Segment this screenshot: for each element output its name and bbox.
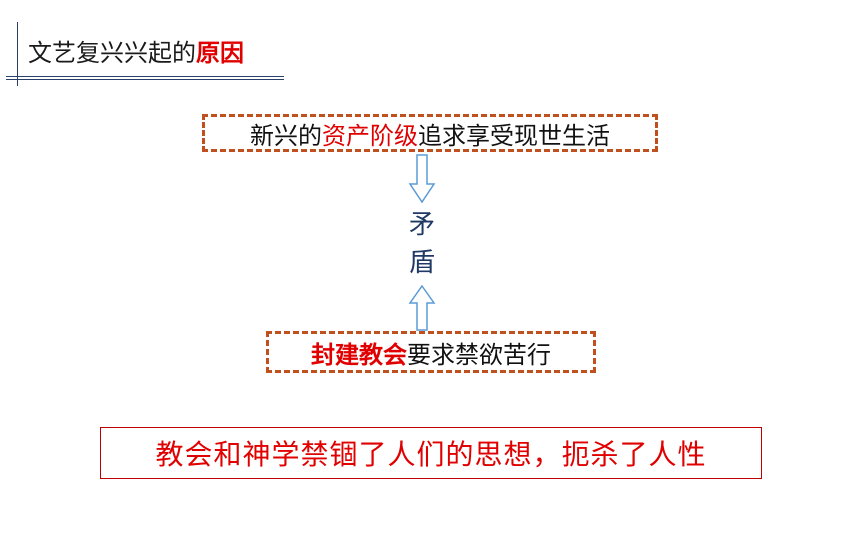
- contradiction-char-2: 盾: [408, 248, 435, 278]
- contradiction-char-1: 矛: [408, 210, 435, 240]
- conclusion-box: 教会和神学禁锢了人们的思想，扼杀了人性: [100, 427, 762, 479]
- title-underline-second: [6, 79, 284, 80]
- bourgeoisie-prefix: 新兴的: [250, 121, 322, 150]
- title-underline: [6, 76, 284, 77]
- title-prefix: 文艺复兴兴起的: [28, 39, 196, 67]
- church-box: 封建教会要求禁欲苦行: [266, 331, 596, 373]
- church-suffix: 要求禁欲苦行: [407, 340, 551, 369]
- church-highlight: 封建教会: [311, 340, 407, 369]
- up-arrow-icon: [408, 285, 436, 331]
- title-highlight: 原因: [196, 39, 244, 67]
- slide-title: 文艺复兴兴起的原因: [28, 38, 244, 68]
- title-vertical-rule: [17, 22, 18, 86]
- down-arrow-icon: [408, 154, 436, 204]
- bourgeoisie-suffix: 追求享受现世生活: [418, 121, 610, 150]
- bourgeoisie-box: 新兴的资产阶级追求享受现世生活: [202, 114, 658, 152]
- bourgeoisie-highlight: 资产阶级: [322, 121, 418, 150]
